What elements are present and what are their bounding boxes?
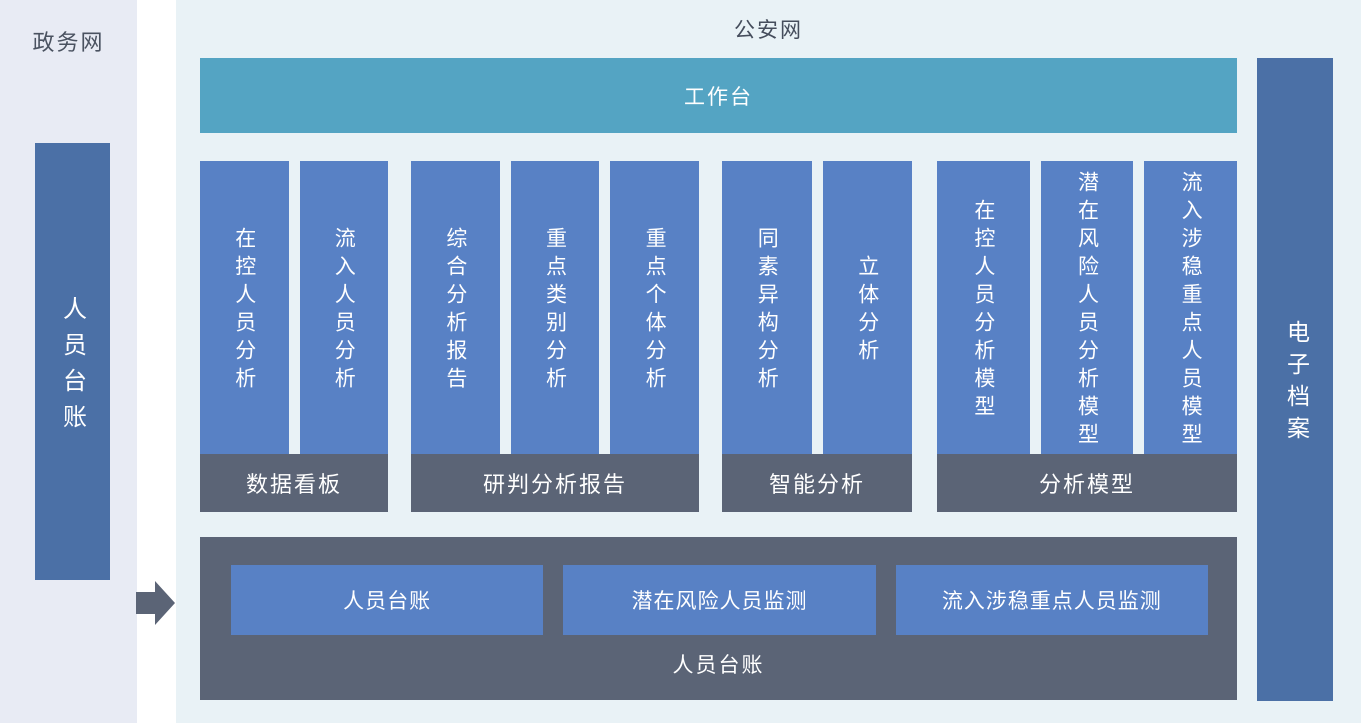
- public-security-network-title: 公安网: [734, 18, 803, 42]
- workbench-bar: 工作台: [200, 58, 1237, 133]
- column-isomer-analysis: 同素异构分析: [722, 161, 812, 454]
- group-label-data-dashboard: 数据看板: [200, 454, 388, 512]
- column-label: 同素异构分析: [755, 227, 780, 395]
- column-label: 在控人员分析: [232, 227, 257, 395]
- workbench-label: 工作台: [684, 84, 753, 109]
- electronic-archive-label: 电子档案: [1282, 320, 1309, 448]
- column-key-individual-analysis: 重点个体分析: [610, 161, 700, 454]
- column-label: 综合分析报告: [443, 227, 468, 395]
- group-analysis-models: 在控人员分析模型 潜在风险人员分析模型 流入涉稳重点人员模型 分析模型: [937, 161, 1238, 512]
- column-comprehensive-analysis-report: 综合分析报告: [411, 161, 500, 454]
- flow-arrow-icon: [136, 581, 175, 625]
- group-label-analysis-reports: 研判分析报告: [411, 454, 699, 512]
- personnel-ledger-button: 人员台账: [231, 565, 544, 635]
- potential-risk-monitoring-button: 潜在风险人员监测: [563, 565, 876, 635]
- column-controlled-personnel-analysis: 在控人员分析: [200, 161, 289, 454]
- column-stereo-analysis: 立体分析: [822, 161, 912, 454]
- government-network-panel: 政务网 人员台账: [0, 0, 137, 723]
- column-label: 立体分析: [855, 255, 880, 367]
- column-inflow-personnel-analysis: 流入人员分析: [299, 161, 388, 454]
- group-label-analysis-models: 分析模型: [937, 454, 1237, 512]
- column-label: 重点类别分析: [543, 227, 568, 395]
- electronic-archive-bar: 电子档案: [1257, 58, 1333, 701]
- column-potential-risk-personnel-analysis-model: 潜在风险人员分析模型: [1040, 161, 1134, 454]
- column-key-category-analysis: 重点类别分析: [510, 161, 600, 454]
- group-label-intelligent-analysis: 智能分析: [722, 454, 912, 512]
- column-label: 流入人员分析: [332, 227, 357, 395]
- group-intelligent-analysis: 同素异构分析 立体分析 智能分析: [722, 161, 912, 512]
- government-network-title: 政务网: [32, 31, 105, 56]
- column-label: 重点个体分析: [643, 227, 668, 395]
- group-data-dashboard: 在控人员分析 流入人员分析 数据看板: [200, 161, 388, 512]
- column-inflow-stability-key-personnel-model: 流入涉稳重点人员模型: [1144, 161, 1238, 454]
- column-controlled-personnel-analysis-model: 在控人员分析模型: [937, 161, 1030, 454]
- personnel-ledger-panel: 人员台账 潜在风险人员监测 流入涉稳重点人员监测 人员台账: [200, 537, 1237, 700]
- column-label: 潜在风险人员分析模型: [1075, 171, 1100, 451]
- personnel-ledger-source-label: 人员台账: [58, 295, 87, 440]
- column-label: 流入涉稳重点人员模型: [1179, 171, 1204, 451]
- personnel-ledger-source-bar: 人员台账: [35, 143, 110, 580]
- group-analysis-reports: 综合分析报告 重点类别分析 重点个体分析 研判分析报告: [411, 161, 700, 512]
- public-security-network-panel: 公安网 工作台 在控人员分析 流入人员分析 数据看板 综合分析报告 重点类别分析…: [176, 0, 1361, 723]
- column-label: 在控人员分析模型: [971, 199, 996, 423]
- personnel-ledger-buttons: 人员台账 潜在风险人员监测 流入涉稳重点人员监测: [200, 537, 1237, 635]
- personnel-ledger-panel-label: 人员台账: [672, 653, 765, 677]
- inflow-stability-monitoring-button: 流入涉稳重点人员监测: [895, 565, 1208, 635]
